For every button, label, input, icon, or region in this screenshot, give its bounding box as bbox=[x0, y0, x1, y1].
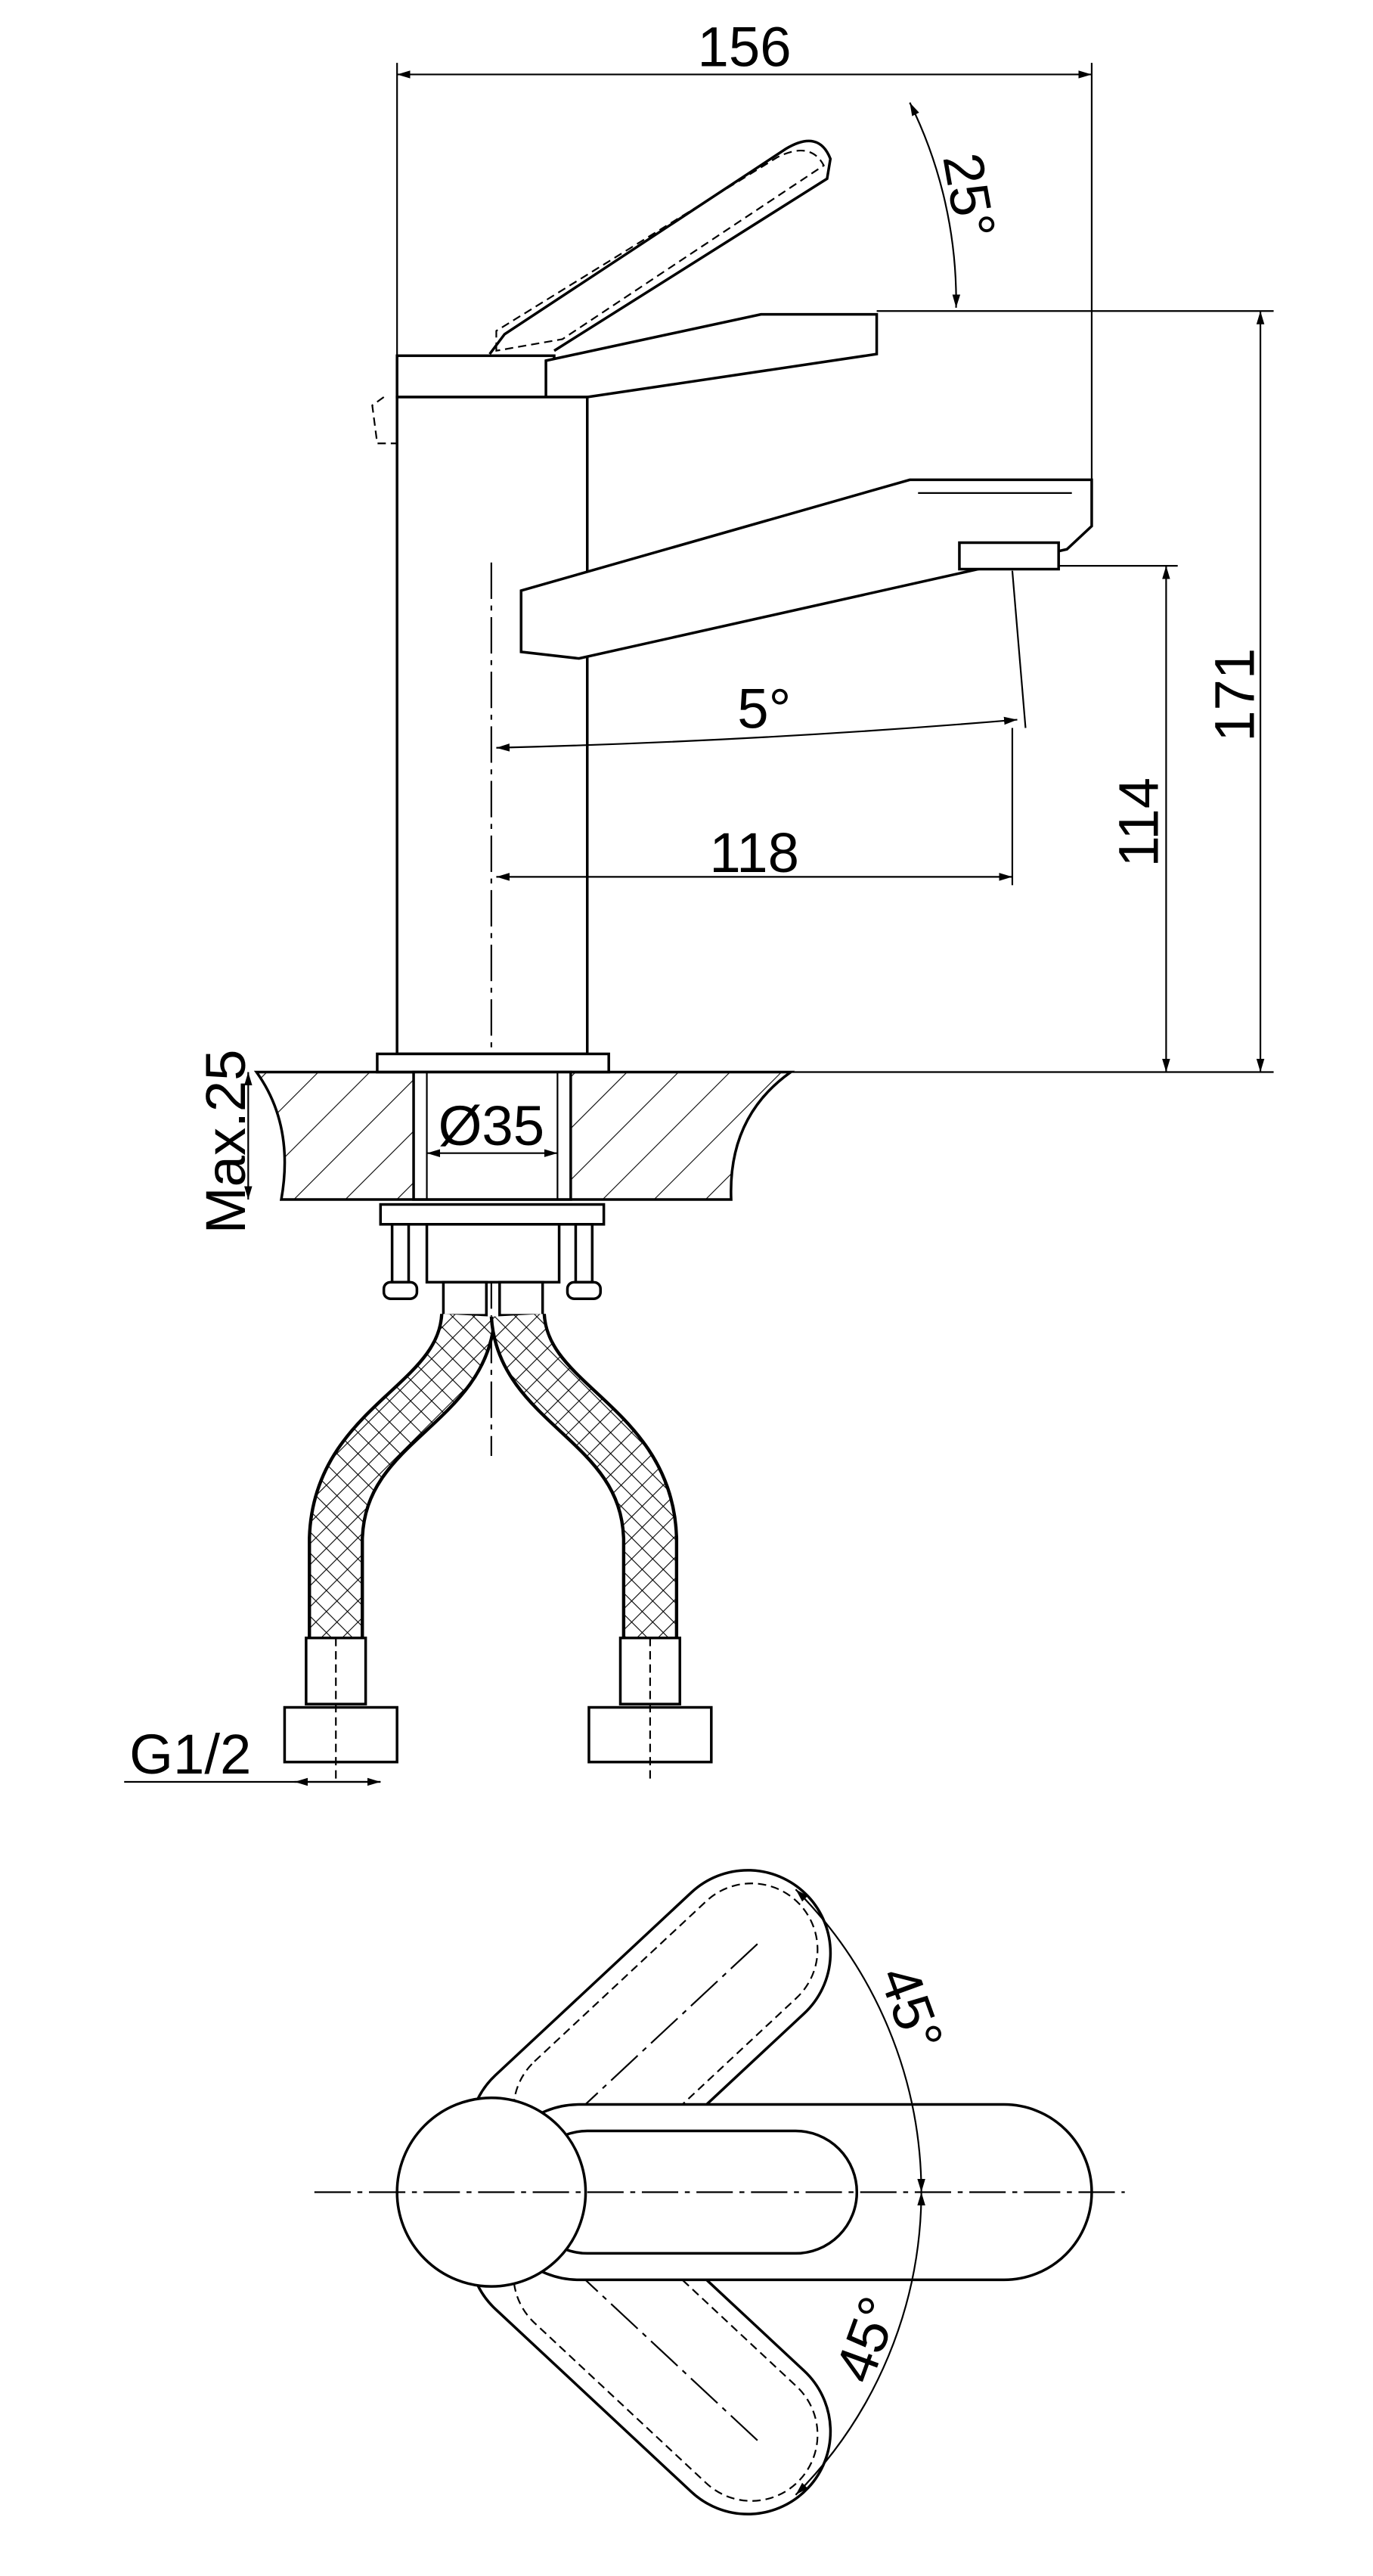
dim-rotation-lower: 45° bbox=[823, 2289, 910, 2390]
spout bbox=[519, 478, 1093, 660]
dim-overall-length: 156 bbox=[698, 16, 792, 79]
dim-rotation-upper: 45° bbox=[867, 1958, 955, 2059]
dim-lever-angle: 25° bbox=[931, 148, 1007, 243]
dim-spout-reach: 118 bbox=[709, 821, 799, 884]
dim-hole-diameter: Ø35 bbox=[439, 1094, 545, 1157]
dim-spout-height: 114 bbox=[1107, 777, 1170, 867]
hose-left bbox=[311, 1312, 494, 1642]
dim-spout-angle: 5° bbox=[737, 678, 791, 740]
aerator bbox=[958, 541, 1060, 571]
hose-right bbox=[493, 1312, 675, 1642]
dim-max-thickness: Max.25 bbox=[194, 1049, 257, 1234]
top-view: 45° 45° bbox=[314, 1869, 1125, 2515]
cartridge-cap bbox=[395, 354, 556, 399]
hex-nut-left bbox=[283, 1705, 398, 1764]
side-view: 156 25° 5° 118 114 171 Ø35 Max.25 bbox=[124, 16, 1274, 1786]
dim-connection-thread: G1/2 bbox=[129, 1723, 251, 1786]
dim-overall-height: 171 bbox=[1203, 648, 1266, 742]
